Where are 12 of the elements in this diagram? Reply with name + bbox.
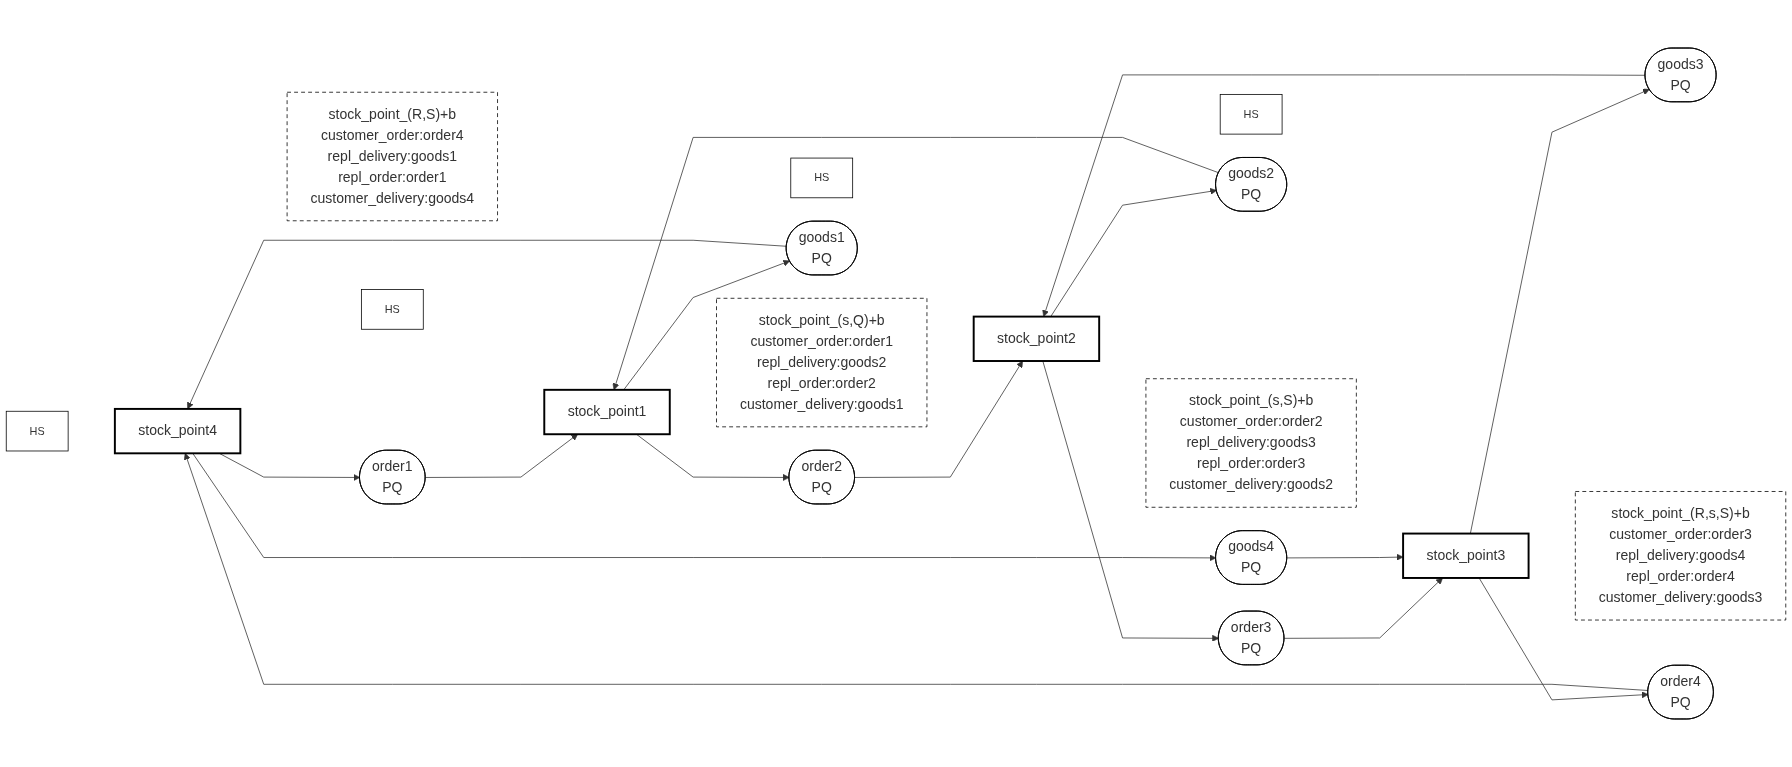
node-box: HS bbox=[361, 289, 424, 330]
node-box: stock_point_(s,S)+b customer_order:order2 repl_delivery:goods3 repl_order:order3 customer_delivery:goods2 bbox=[1145, 378, 1357, 508]
node-box: stock_point1 bbox=[543, 388, 671, 436]
node-box: stock_point_(R,S)+b customer_order:order4 repl_delivery:goods1 repl_order:order1 customer_delivery:goods4 bbox=[286, 91, 498, 222]
node-box: HS bbox=[5, 410, 69, 452]
node-box: HS bbox=[1219, 94, 1283, 135]
node-box: stock_point4 bbox=[113, 407, 242, 455]
node-box: stock_point_(R,s,S)+b customer_order:order3 repl_delivery:goods4 repl_order:order4 customer_delivery:goods3 bbox=[1574, 491, 1787, 621]
node-box: stock_point2 bbox=[972, 315, 1101, 362]
node-box: HS bbox=[790, 157, 854, 199]
node-box: stock_point3 bbox=[1402, 532, 1530, 579]
node-box: stock_point_(s,Q)+b customer_order:order1 repl_delivery:goods2 repl_order:order2 customer_delivery:goods1 bbox=[716, 297, 928, 428]
